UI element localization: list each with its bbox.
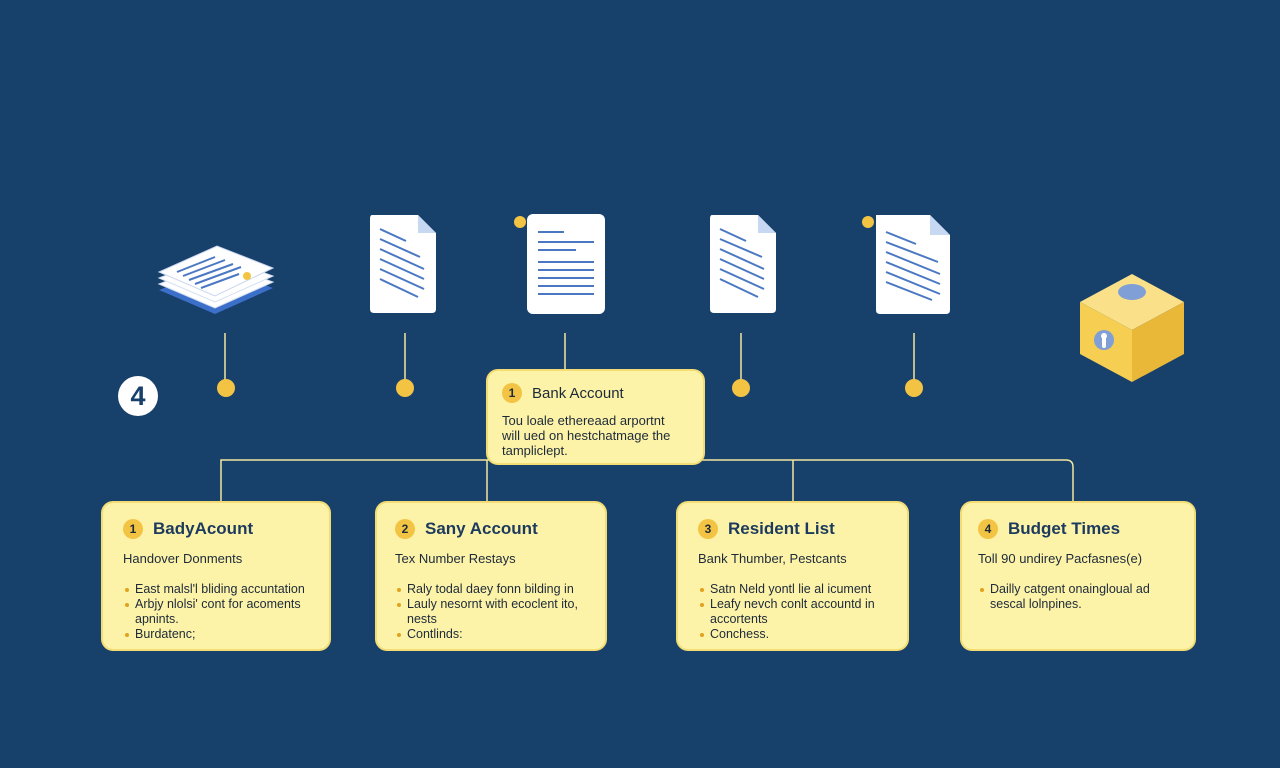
bullet-item: Leafy nevch conlt accountd in accortents	[698, 597, 887, 627]
card-bullet-list: Satn Neld yontl lie al icument Leafy nev…	[698, 582, 887, 642]
resident-list-card[interactable]: 3 Resident List Bank Thumber, Pestcants …	[676, 501, 909, 651]
bullet-item: Dailly catgent onaingloual ad sescal lol…	[978, 582, 1178, 612]
card-number-badge: 1	[502, 383, 522, 403]
branch-line	[220, 459, 1074, 502]
card-number-badge: 1	[123, 519, 143, 539]
node-dot	[217, 379, 235, 397]
card-description: Tou loale ethereaad arportnt will ued on…	[502, 413, 689, 458]
card-bullet-list: Dailly catgent onaingloual ad sescal lol…	[978, 582, 1178, 612]
bank-account-card[interactable]: 1 Bank Account Tou loale ethereaad arpor…	[486, 369, 705, 465]
document-icon	[860, 212, 952, 316]
document-icon	[708, 213, 778, 315]
badyacount-card[interactable]: 1 BadyAcount Handover Donments East mals…	[101, 501, 331, 651]
bullet-item: Conchess.	[698, 627, 887, 642]
description-line: will ued on hestchatmage the	[502, 428, 671, 443]
node-dot	[732, 379, 750, 397]
card-subtitle: Bank Thumber, Pestcants	[698, 551, 847, 566]
document-icon	[368, 213, 438, 315]
bullet-item: Lauly nesornt with ecoclent ito, nests	[395, 597, 587, 627]
card-title: Budget Times	[1008, 519, 1121, 538]
description-line: tampliclept.	[502, 443, 568, 458]
card-subtitle: Handover Donments	[123, 551, 243, 566]
bullet-item: Raly todal daey fonn bilding in	[395, 582, 587, 597]
card-number-badge: 3	[698, 519, 718, 539]
document-stack-icon	[155, 238, 277, 338]
document-icon	[512, 212, 608, 316]
safe-box-icon	[1076, 270, 1188, 386]
bullet-item: East malsl'l bliding accuntation	[123, 582, 309, 597]
card-title: Bank Account	[532, 384, 624, 402]
card-bullet-list: East malsl'l bliding accuntation Arbjy n…	[123, 582, 309, 642]
card-title: Resident List	[728, 519, 835, 538]
budget-times-card[interactable]: 4 Budget Times Toll 90 undirey Pacfasnes…	[960, 501, 1196, 651]
card-number-badge: 2	[395, 519, 415, 539]
card-title: BadyAcount	[153, 519, 254, 538]
card-title: Sany Account	[425, 519, 538, 538]
bullet-item: Burdatenc;	[123, 627, 309, 642]
bullet-item: Arbjy nlolsi' cont for acoments apnints.	[123, 597, 309, 627]
node-dot	[396, 379, 414, 397]
card-number-badge: 4	[978, 519, 998, 539]
step-number-badge: 4	[118, 376, 158, 416]
card-subtitle: Tex Number Restays	[395, 551, 516, 566]
bullet-item: Contlinds:	[395, 627, 587, 642]
card-bullet-list: Raly todal daey fonn bilding in Lauly ne…	[395, 582, 587, 642]
card-subtitle: Toll 90 undirey Pacfasnes(e)	[978, 551, 1143, 566]
sany-account-card[interactable]: 2 Sany Account Tex Number Restays Raly t…	[375, 501, 607, 651]
description-line: Tou loale ethereaad arportnt	[502, 413, 665, 428]
bullet-item: Satn Neld yontl lie al icument	[698, 582, 887, 597]
node-dot	[905, 379, 923, 397]
